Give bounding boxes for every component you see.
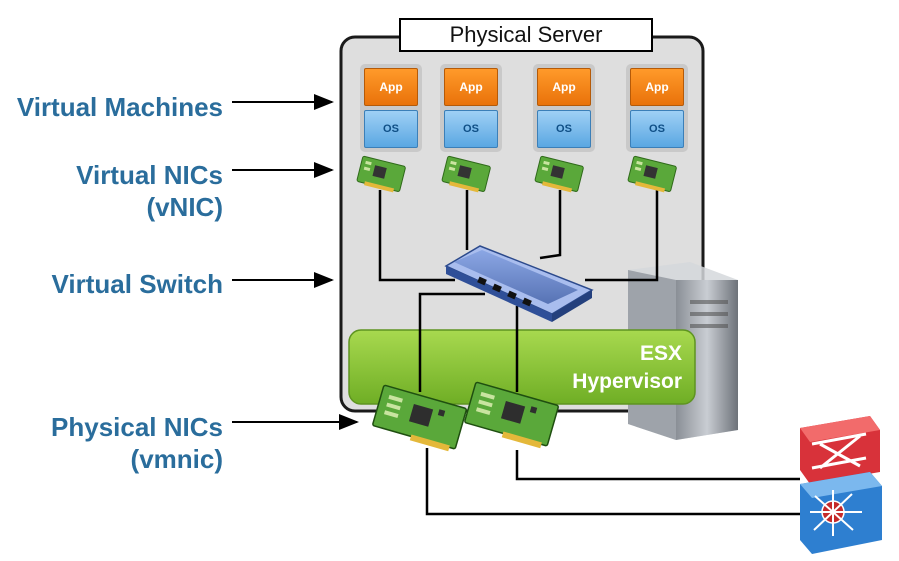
vnic-card-1 xyxy=(356,155,406,193)
uplink-wiring xyxy=(418,292,519,392)
vm-app-layer: App xyxy=(364,68,418,106)
vm-os-layer: OS xyxy=(364,110,418,148)
vm-os-layer: OS xyxy=(444,110,498,148)
vm-app-layer: App xyxy=(537,68,591,106)
label-virtual-nics: Virtual NICs (vNIC) xyxy=(76,159,223,223)
vm-os-layer: OS xyxy=(537,110,591,148)
hypervisor-label-line1: ESX xyxy=(639,342,682,365)
vnic-card-3 xyxy=(534,155,584,193)
label-arrows xyxy=(232,94,359,430)
vnic-card-4 xyxy=(627,155,677,193)
label-virtual-nics-line1: Virtual NICs xyxy=(76,160,223,190)
label-physical-nics: Physical NICs (vmnic) xyxy=(51,411,223,475)
vm-os-layer: OS xyxy=(630,110,684,148)
hypervisor-label-line2: Hypervisor xyxy=(572,370,682,393)
label-virtual-machines: Virtual Machines xyxy=(17,91,223,123)
physical-server-title: Physical Server xyxy=(399,18,653,52)
hypervisor-label: ESX Hypervisor xyxy=(540,340,682,396)
virtual-machine-2: App OS xyxy=(442,66,500,150)
label-virtual-switch: Virtual Switch xyxy=(52,268,223,300)
label-virtual-switch-text: Virtual Switch xyxy=(51,269,223,299)
vnic-wiring xyxy=(378,190,659,282)
vnic-card-2 xyxy=(441,155,491,193)
label-physical-nics-line1: Physical NICs xyxy=(51,412,223,442)
physical-switch-icon xyxy=(800,416,882,554)
label-virtual-nics-line2: (vNIC) xyxy=(146,192,223,222)
virtual-machine-1: App OS xyxy=(362,66,420,150)
pnic-card-1 xyxy=(372,384,467,452)
pnic-card-2 xyxy=(464,381,559,449)
virtual-switch-icon xyxy=(444,245,594,322)
virtual-machine-4: App OS xyxy=(628,66,686,150)
label-physical-nics-line2: (vmnic) xyxy=(130,444,223,474)
physical-uplink-wiring xyxy=(425,448,800,516)
label-virtual-machines-text: Virtual Machines xyxy=(16,92,223,122)
vm-app-layer: App xyxy=(444,68,498,106)
vm-app-layer: App xyxy=(630,68,684,106)
virtual-machine-3: App OS xyxy=(535,66,593,150)
